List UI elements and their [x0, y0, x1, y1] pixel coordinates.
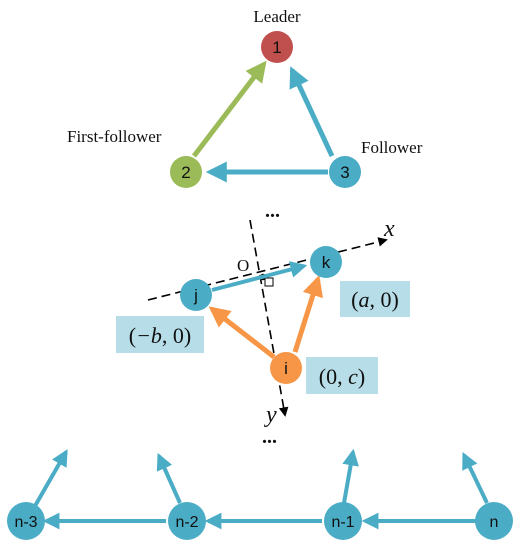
leader-label: Leader	[253, 7, 301, 26]
node-1-leader	[261, 31, 293, 63]
origin-label: O	[237, 256, 249, 275]
node-j-label: j	[193, 286, 198, 305]
node-j	[180, 279, 212, 311]
node-n-3-label: n-3	[14, 514, 37, 531]
follower-label: Follower	[361, 138, 423, 157]
edge-j-to-k	[211, 261, 308, 292]
node-n-2	[168, 502, 206, 540]
node-i-label: i	[284, 359, 288, 378]
edge-i-to-k	[292, 274, 323, 353]
y-axis	[249, 219, 289, 417]
coord-j: (−b, 0)	[129, 323, 192, 348]
local-coordinate-frame: ... x y O j k i (a, 0) (−b, 0) (0, c) ..…	[116, 200, 410, 448]
coord-box-k	[340, 281, 410, 317]
edge-3-to-1	[289, 66, 335, 158]
first-follower-label: First-follower	[67, 127, 162, 146]
edge-2-to-1	[192, 60, 267, 158]
node-n-2-label: n-2	[175, 514, 198, 531]
coord-k: (a, 0)	[351, 287, 399, 312]
node-k-label: k	[322, 253, 331, 272]
leader-follower-triangle: 1 2 3 Leader First-follower Follower	[67, 7, 423, 188]
node-n-3	[7, 502, 45, 540]
y-axis-label: y	[264, 402, 277, 428]
coord-box-j	[116, 316, 204, 353]
right-angle-marker	[264, 277, 274, 287]
x-axis-label: x	[383, 216, 395, 242]
edge-n-up	[462, 451, 489, 504]
node-2-label: 2	[181, 163, 190, 182]
node-3-label: 3	[340, 163, 349, 182]
edge-n2-up	[156, 452, 182, 504]
node-2-first-follower	[170, 156, 202, 188]
node-3-follower	[329, 156, 361, 188]
follower-chain: n-3 n-2 n-1 n	[7, 448, 513, 540]
node-n-label: n	[490, 514, 499, 531]
node-n-1-label: n-1	[331, 514, 354, 531]
node-n	[475, 502, 513, 540]
node-1-label: 1	[272, 38, 281, 57]
node-k	[310, 246, 342, 278]
coord-i: (0, c)	[319, 364, 365, 389]
edge-i-to-j	[208, 306, 276, 359]
ellipsis-bottom: ...	[262, 426, 277, 448]
coord-box-i	[306, 357, 378, 394]
node-n-1	[324, 502, 362, 540]
edge-n3-up	[33, 449, 68, 507]
ellipsis-top: ...	[265, 200, 280, 222]
edge-n1-up	[342, 448, 359, 504]
node-i	[270, 352, 302, 384]
x-axis	[147, 237, 388, 301]
